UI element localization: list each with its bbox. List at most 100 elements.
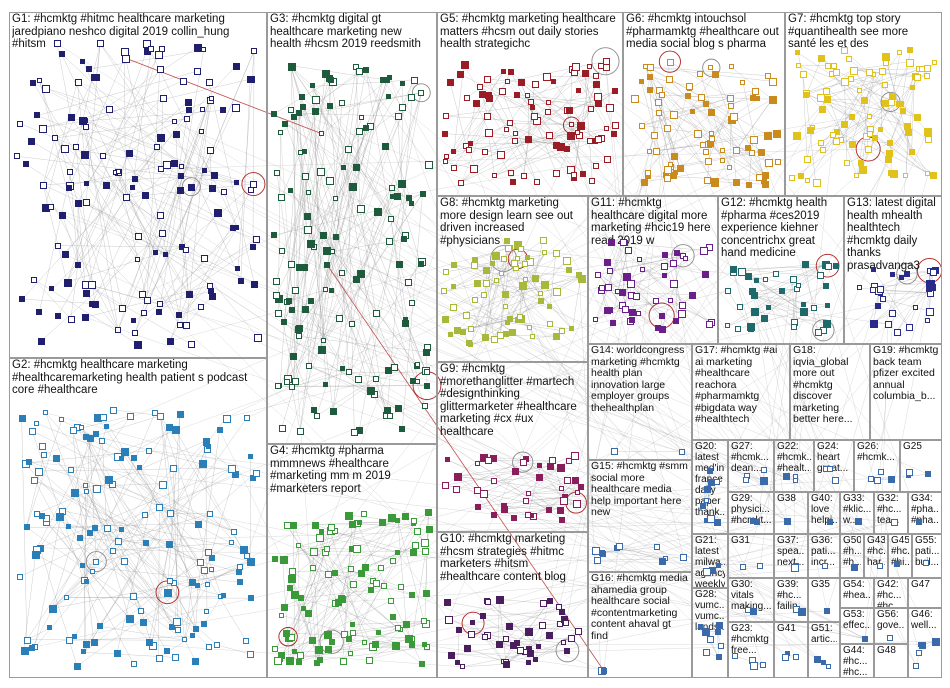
node-g3 xyxy=(355,375,363,383)
node-g12 xyxy=(772,271,779,278)
node-g2 xyxy=(137,607,144,614)
edge xyxy=(312,523,353,569)
edge xyxy=(501,90,537,183)
node-g2 xyxy=(206,510,213,517)
edge xyxy=(477,466,561,507)
node-g7 xyxy=(860,97,868,105)
node-g1 xyxy=(250,244,256,251)
node-g1 xyxy=(28,137,36,145)
node-g4 xyxy=(389,613,396,620)
node-g8 xyxy=(552,333,560,341)
edge xyxy=(453,115,488,153)
edge xyxy=(473,252,556,266)
node-g2 xyxy=(20,647,29,656)
node-g7 xyxy=(841,47,849,55)
edge xyxy=(33,279,71,320)
edge xyxy=(868,148,894,173)
edge xyxy=(662,94,701,98)
edge xyxy=(134,99,210,334)
node-g7 xyxy=(799,70,807,78)
edge xyxy=(32,82,180,326)
edge xyxy=(540,466,564,500)
node-g7 xyxy=(865,146,873,153)
edge xyxy=(805,92,852,118)
node-g6 xyxy=(669,111,678,120)
edge xyxy=(714,74,765,176)
self-loop xyxy=(85,551,107,573)
node-g5 xyxy=(472,100,480,108)
node-g20 xyxy=(714,519,722,527)
node-g5 xyxy=(587,63,593,69)
edge xyxy=(625,276,711,323)
node-g4 xyxy=(368,587,375,594)
node-g6 xyxy=(733,178,741,186)
edge xyxy=(401,193,423,430)
edge xyxy=(530,650,568,654)
node-g3 xyxy=(277,129,283,135)
node-g1 xyxy=(83,289,91,297)
edge xyxy=(856,74,875,176)
edge xyxy=(732,266,836,270)
node-g1 xyxy=(81,150,90,159)
node-g4 xyxy=(347,566,354,573)
node-g2 xyxy=(92,485,101,494)
edge xyxy=(355,131,360,167)
node-g7 xyxy=(890,169,899,178)
node-g2 xyxy=(192,657,200,665)
node-g5 xyxy=(506,120,513,127)
node-g4 xyxy=(409,548,417,556)
node-g6 xyxy=(711,71,719,79)
node-g8 xyxy=(481,333,489,341)
edge xyxy=(799,65,902,105)
node-g7 xyxy=(804,155,812,163)
node-g23 xyxy=(749,661,758,670)
edge xyxy=(293,530,418,594)
node-g4 xyxy=(414,527,422,535)
node-g4 xyxy=(319,528,325,534)
edge xyxy=(118,513,210,542)
node-g46 xyxy=(916,650,923,656)
edge xyxy=(34,510,63,648)
node-g8 xyxy=(531,274,539,282)
node-g5 xyxy=(441,130,448,137)
node-g11 xyxy=(660,262,668,270)
node-g10 xyxy=(495,640,503,648)
node-g6 xyxy=(697,93,705,101)
node-g1 xyxy=(251,47,258,54)
node-g4 xyxy=(279,556,288,564)
edge xyxy=(77,81,213,188)
node-g2 xyxy=(202,441,208,447)
node-g2 xyxy=(115,538,123,545)
node-g3 xyxy=(394,113,402,121)
node-g56 xyxy=(886,634,893,641)
edge xyxy=(747,265,828,277)
self-loop xyxy=(702,58,721,77)
node-g3 xyxy=(410,76,418,84)
edge xyxy=(632,300,657,314)
edge xyxy=(52,162,175,290)
node-g4 xyxy=(394,550,400,556)
node-g1 xyxy=(74,262,81,268)
edge xyxy=(597,558,667,561)
edge xyxy=(84,446,209,653)
edge xyxy=(819,67,928,98)
edge xyxy=(117,455,199,587)
node-g2 xyxy=(90,639,98,646)
node-g1 xyxy=(134,256,140,262)
node-g3 xyxy=(279,248,286,255)
edge xyxy=(80,488,96,538)
edge xyxy=(727,263,825,327)
node-g55 xyxy=(923,560,930,567)
node-g3 xyxy=(409,299,416,306)
edge xyxy=(287,317,340,379)
edge xyxy=(534,239,544,278)
node-g11 xyxy=(603,306,611,314)
edge xyxy=(479,61,606,88)
edge xyxy=(488,72,504,95)
node-g11 xyxy=(700,247,708,256)
node-g5 xyxy=(451,164,457,171)
edge xyxy=(527,258,573,330)
edge xyxy=(54,138,139,260)
node-g3 xyxy=(308,297,315,304)
node-g11 xyxy=(636,310,642,316)
